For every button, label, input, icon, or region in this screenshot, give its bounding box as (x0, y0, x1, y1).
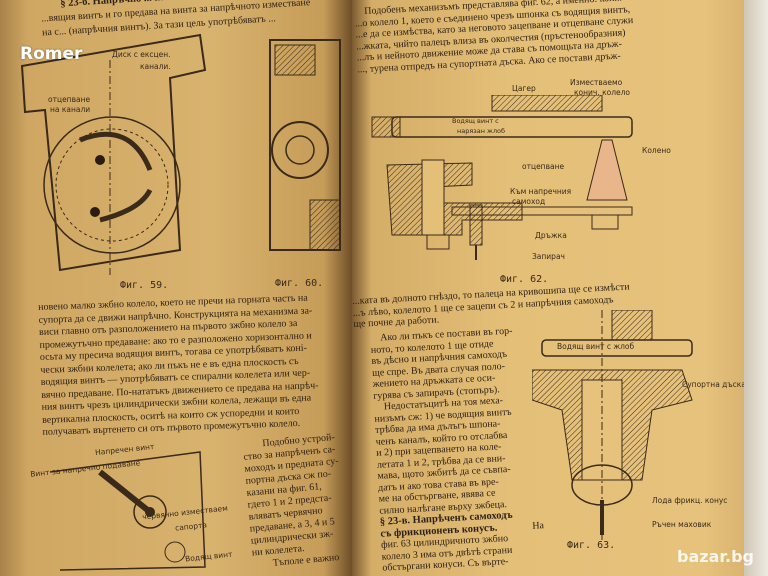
right-book-page: Подобенъ механизъмъ представлява фиг. 62… (352, 0, 744, 576)
fig59-label: канали. (140, 62, 171, 71)
fig62-label: Към напречния (510, 187, 572, 196)
site-logo: bazar.bg (677, 547, 754, 566)
fig63-label: Супортна дъска (682, 380, 744, 389)
figure-59-caption: Фиг. 59. (120, 280, 169, 291)
fig63-label: Водящ винт с жлоб (557, 342, 635, 351)
figure-63-drawing (532, 310, 693, 540)
left-book-page: § 23-б. Напрѣчно ... на винта за напрѣчн… (0, 0, 352, 576)
fig62-label: Изместваемо (570, 78, 623, 87)
fig59-label: на канали (50, 105, 91, 114)
fig63-label: Лода фрикц. конус (652, 496, 728, 505)
watermark: Romer (20, 44, 83, 64)
fig62-label: отцепване (522, 162, 565, 171)
figure-63-caption: Фиг. 63. (567, 540, 616, 551)
fig62-label: Цагер (512, 84, 536, 93)
fig59-label: отцепване (48, 95, 91, 104)
fig62-label: нарязан жлоб (457, 127, 506, 135)
fig62-label: самоход (512, 197, 546, 206)
fig62-label: Колено (642, 146, 671, 155)
figure-60-caption: Фиг. 60. (275, 278, 324, 289)
page-edges (744, 0, 768, 576)
figure-61-drawing (49, 451, 206, 571)
fig62-label: Водящ винт с (452, 117, 499, 125)
fig62-label: Запирач (532, 252, 565, 261)
fig62-label: Дръжка (535, 231, 567, 240)
fig63-label: Ръчен маховик (652, 520, 712, 529)
fig59-label: Диск с ексцен. (112, 50, 171, 59)
figure-62-drawing (371, 95, 633, 260)
figure-62-caption: Фиг. 62. (500, 274, 549, 285)
figure-59-drawing (20, 33, 341, 275)
fig62-label: конич. колело (574, 88, 631, 97)
